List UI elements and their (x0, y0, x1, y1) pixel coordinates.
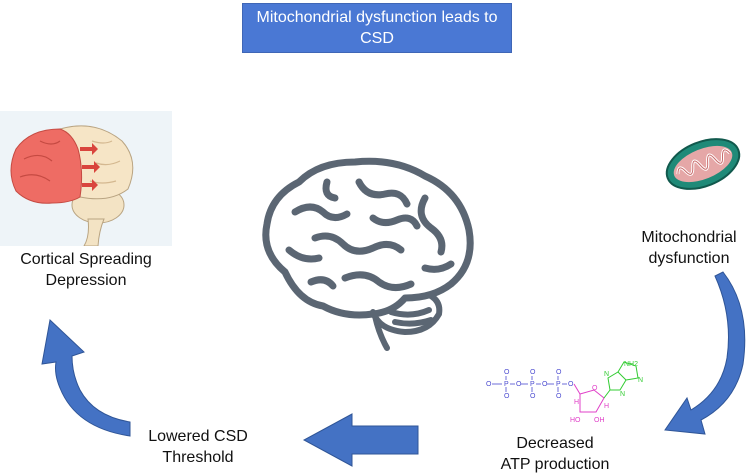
svg-text:P: P (530, 381, 535, 388)
svg-text:H: H (604, 403, 609, 410)
atp-molecule: O P O O O P O O O P O O O O HO OH H H NH… (486, 361, 643, 424)
svg-text:O: O (568, 381, 574, 388)
lowered-csd-threshold-label: Lowered CSD Threshold (148, 428, 248, 466)
svg-text:HO: HO (570, 417, 581, 424)
svg-text:N: N (620, 391, 625, 398)
svg-text:NH2: NH2 (624, 361, 638, 368)
svg-text:O: O (556, 393, 562, 400)
svg-text:N: N (604, 371, 609, 378)
mitochondrion-icon (665, 138, 741, 190)
title-text: Mitochondrial dysfunction leads to CSD (256, 9, 498, 47)
svg-text:N: N (638, 377, 643, 384)
svg-text:O: O (486, 381, 492, 388)
svg-text:O: O (504, 369, 510, 376)
svg-text:P: P (504, 381, 509, 388)
curved-arrow-right (664, 271, 746, 435)
straight-arrow-left (302, 413, 419, 467)
svg-text:O: O (556, 369, 562, 376)
svg-text:P: P (556, 381, 561, 388)
svg-text:O: O (516, 381, 522, 388)
svg-text:O: O (530, 393, 536, 400)
title-box: Mitochondrial dysfunction leads to CSD (242, 3, 512, 53)
cortical-spreading-depression-label: Cortical Spreading Depression (20, 251, 152, 289)
brain-icon (262, 157, 474, 351)
csd-brain-illustration (0, 111, 172, 246)
svg-text:O: O (542, 381, 548, 388)
curved-arrow-left (41, 319, 131, 437)
decreased-atp-production-label: Decreased ATP production (500, 435, 610, 473)
svg-text:O: O (592, 385, 598, 392)
mitochondrial-dysfunction-label: Mitochondrial dysfunction (641, 229, 737, 267)
svg-text:O: O (504, 393, 510, 400)
svg-text:OH: OH (594, 417, 605, 424)
svg-text:H: H (574, 399, 579, 406)
svg-text:O: O (530, 369, 536, 376)
